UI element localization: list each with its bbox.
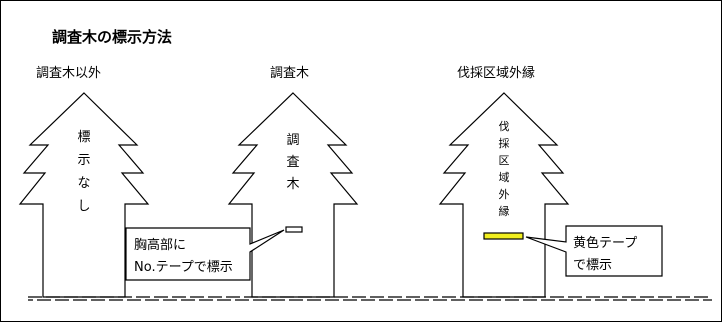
tree-label-char: 木: [286, 177, 299, 192]
tree-label-char: 調: [286, 133, 299, 148]
tree-label-char: 縁: [499, 204, 510, 218]
callout-number-tape: 胸高部に No.テープで標示: [125, 227, 285, 281]
callout-line: 胸高部に: [134, 237, 186, 253]
ground-line: [28, 296, 712, 301]
callout-line: で標示: [573, 258, 612, 273]
tree-label-char: 示: [77, 153, 90, 168]
caption-non-survey-tree: 調査木以外: [36, 66, 101, 81]
caption-survey-tree: 調査木: [270, 66, 309, 81]
tree-label-char: 域: [499, 171, 510, 184]
callout-box: [125, 227, 285, 281]
yellow-tape-mark: [483, 232, 524, 240]
tree-label-char: し: [77, 199, 90, 214]
diagram-title: 調査木の標示方法: [52, 28, 172, 46]
tree-label-survey: 調 査 木: [286, 133, 299, 192]
tree-label-char: 伐: [499, 120, 510, 133]
tree-label-boundary: 伐 採 区 域 外 縁: [499, 120, 510, 218]
callout-line: No.テープで標示: [134, 260, 233, 275]
callout-yellow-tape: 黄色テープ で標示: [525, 225, 663, 277]
callout-line: 黄色テープ: [573, 235, 637, 251]
tree-label-char: 標: [77, 130, 90, 145]
number-tape-mark: [285, 226, 303, 233]
tree-label-char: な: [77, 176, 90, 191]
tree-label-char: 査: [286, 155, 299, 170]
callout-box: [525, 225, 663, 277]
caption-cutting-boundary: 伐採区域外縁: [457, 65, 535, 81]
tree-label-non-survey: 標 示 な し: [77, 130, 90, 214]
tree-label-char: 採: [499, 136, 510, 150]
tree-label-char: 区: [499, 154, 510, 167]
tree-label-char: 外: [499, 188, 510, 201]
